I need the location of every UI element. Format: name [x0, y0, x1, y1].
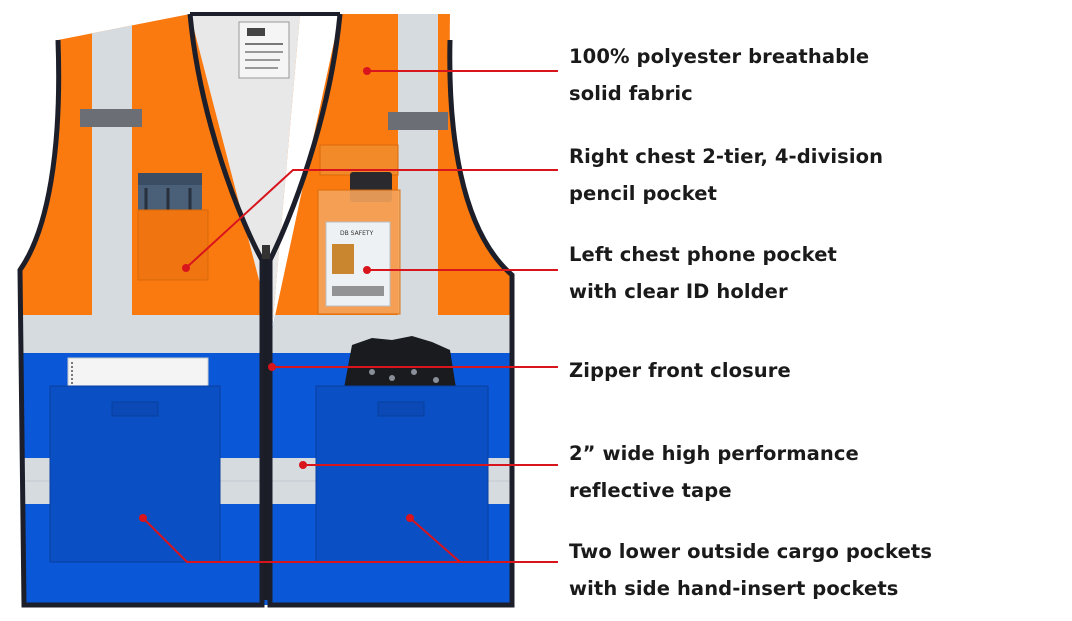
feature-phone-pocket: Left chest phone pocket with clear ID ho… [569, 236, 1009, 310]
phone-pocket: DB SAFETY [317, 144, 401, 315]
feature-cargo-pockets: Two lower outside cargo pockets with sid… [569, 533, 1009, 607]
right-shoulder-tab [388, 112, 448, 130]
feature-pencil-pocket-line2: pencil pocket [569, 182, 717, 205]
left-shoulder-tab [80, 109, 142, 127]
right-cargo-pocket [315, 336, 489, 563]
right-reflective-strap [398, 14, 438, 315]
feature-phone-pocket-line1: Left chest phone pocket [569, 243, 837, 266]
feature-reflective-tape: 2” wide high performance reflective tape [569, 435, 1009, 509]
pointer-cargo-pockets [142, 517, 463, 563]
pencil-pocket [137, 173, 209, 281]
feature-cargo-pockets-line2: with side hand-insert pockets [569, 577, 899, 600]
feature-zipper: Zipper front closure [569, 352, 1009, 389]
zipper-pull [262, 245, 270, 259]
feature-reflective-tape-line2: reflective tape [569, 479, 732, 502]
right-binding [267, 13, 515, 608]
pointer-dots [139, 67, 414, 522]
notebook [67, 357, 209, 389]
pointer-pencil-pocket [185, 169, 558, 269]
feature-cargo-pockets-line1: Two lower outside cargo pockets [569, 540, 933, 563]
feature-pencil-pocket-line1: Right chest 2-tier, 4-division [569, 145, 884, 168]
id-card-title: DB SAFETY [340, 230, 374, 237]
pointer-lines [142, 70, 558, 563]
feature-zipper-line1: Zipper front closure [569, 359, 791, 382]
feature-phone-pocket-line2: with clear ID holder [569, 280, 788, 303]
feature-reflective-tape-line1: 2” wide high performance [569, 442, 859, 465]
feature-fabric: 100% polyester breathable solid fabric [569, 38, 1009, 112]
feature-fabric-line1: 100% polyester breathable [569, 45, 870, 68]
feature-pencil-pocket: Right chest 2-tier, 4-division pencil po… [569, 138, 1009, 212]
left-reflective-strap [92, 14, 132, 315]
feature-fabric-line2: solid fabric [569, 82, 693, 105]
left-cargo-pocket [49, 357, 221, 563]
left-binding [17, 13, 265, 608]
id-photo [332, 244, 354, 274]
